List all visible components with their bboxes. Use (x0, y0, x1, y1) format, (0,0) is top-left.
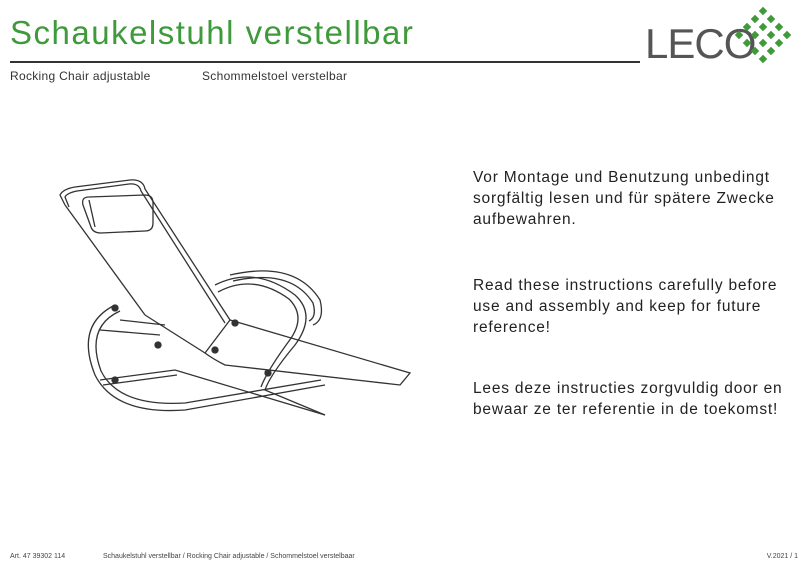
footer-article-number: Art. 47 39302 114 (10, 553, 66, 560)
instruction-english: Read these instructions carefully before… (473, 277, 778, 336)
subtitle-english: Rocking Chair adjustable (10, 69, 151, 83)
title-underline (10, 61, 640, 63)
logo-diamond-icon (734, 6, 792, 64)
footer-version: V.2021 / 1 (766, 553, 798, 560)
instruction-german: Vor Montage und Benutzung unbedingt sorg… (473, 169, 775, 228)
rocking-chair-drawing-icon (59, 179, 412, 416)
brand-logo: LECO (645, 20, 756, 67)
subtitle-dutch: Schommelstoel verstelbar (202, 69, 348, 83)
page-title: Schaukelstuhl verstellbar (10, 14, 415, 51)
instruction-dutch: Lees deze instructies zorgvuldig door en… (473, 380, 783, 418)
footer-description: Schaukelstuhl verstellbar / Rocking Chai… (103, 553, 355, 560)
